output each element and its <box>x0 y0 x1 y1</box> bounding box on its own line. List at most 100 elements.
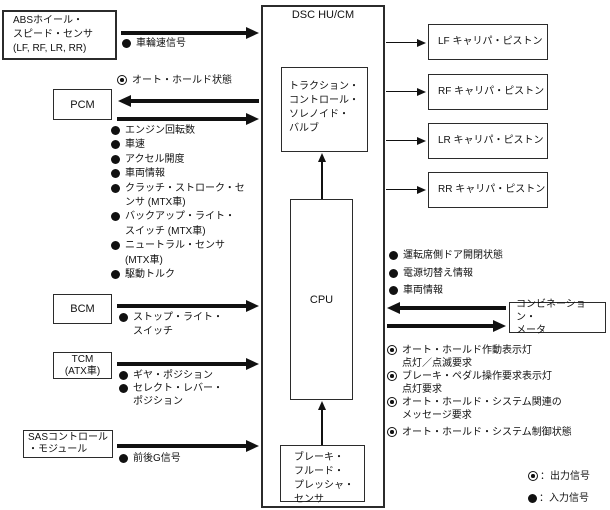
arrow-shaft <box>117 361 246 366</box>
signal-stop-light-switch: ストップ・ライト・ スイッチ <box>119 311 223 338</box>
arrowhead-right-icon <box>417 38 426 47</box>
list-item: 運転席側ドア開閉状態 <box>389 249 503 262</box>
arrow-shaft <box>386 139 417 142</box>
brake-fluid-pressure-sensor-box: ブレーキ・ フルード・ プレッシャ・ センサ <box>280 445 365 505</box>
input-signal-icon <box>111 270 120 280</box>
signal-label: オート・ホールド状態 <box>132 75 232 86</box>
signal-label: 車両情報 <box>125 168 165 180</box>
signal-label: ギヤ・ポジション <box>133 370 213 381</box>
arrow-shaft <box>321 410 323 445</box>
arrowhead-right-icon <box>246 439 259 452</box>
input-signal-icon <box>111 183 120 193</box>
signal-label: クラッチ・ストローク・セ ンサ (MTX車) <box>125 182 245 209</box>
arrowhead-up-icon <box>318 401 326 410</box>
list-item: 車速 <box>111 138 245 152</box>
list-item: 電源切替え情報 <box>389 267 503 280</box>
signal-label: ニュートラル・センサ (MTX車) <box>125 240 225 266</box>
arrow-meter-to-dsc <box>387 301 506 314</box>
arrowhead-right-icon <box>417 185 426 194</box>
arrow-dsc-to-lr-caliper <box>386 136 426 145</box>
legend-input-signal: ：入力信号 <box>528 492 589 505</box>
list-item: ブレーキ・ペダル操作要求表示灯 点灯要求 <box>387 370 572 396</box>
arrow-cpu-to-solenoid <box>316 153 328 199</box>
input-signal-icon <box>389 286 398 295</box>
list-item: オート・ホールド・システム関連の メッセージ要求 <box>387 396 572 422</box>
output-signal-icon <box>117 75 127 85</box>
dsc-hucm-title: DSC HU/CM <box>291 9 355 21</box>
input-signal-icon <box>122 39 131 48</box>
signal-label: 駆動トルク <box>125 269 175 281</box>
output-signal-icon <box>387 345 397 355</box>
arrowhead-right-icon <box>246 357 259 370</box>
signal-label: オート・ホールド・システム関連の メッセージ要求 <box>402 397 562 421</box>
signal-label: オート・ホールド作動表示灯 点灯／点滅要求 <box>402 345 532 369</box>
arrow-dsc-to-lf-caliper <box>386 38 426 47</box>
arrow-dsc-to-rf-caliper <box>386 87 426 96</box>
arrow-pcm-to-dsc <box>117 112 259 125</box>
input-signal-icon <box>111 241 120 251</box>
arrowhead-right-icon <box>493 319 506 332</box>
input-signal-icon <box>119 371 128 380</box>
list-item: バックアップ・ライト・ スイッチ (MTX車) <box>111 210 245 239</box>
signal-auto-hold-state: オート・ホールド状態 <box>117 74 232 88</box>
arrowhead-right-icon <box>246 26 259 39</box>
meter-output-signal-list: オート・ホールド作動表示灯 点灯／点滅要求 ブレーキ・ペダル操作要求表示灯 点灯… <box>387 344 572 439</box>
list-item: セレクト・レバー・ ポジション <box>119 382 223 408</box>
legend-label: ：出力信号 <box>540 471 590 482</box>
abs-wheel-speed-sensor-box: ABSホイール・ スピード・センサ (LF, RF, LR, RR) <box>2 10 117 60</box>
cpu-box: CPU <box>290 199 353 400</box>
legend-output-signal: ：出力信号 <box>528 470 590 483</box>
arrow-shaft <box>131 98 259 103</box>
bcm-box: BCM <box>53 294 112 324</box>
arrowhead-left-icon <box>387 301 400 314</box>
input-signal-icon <box>389 268 398 278</box>
signal-label: オート・ホールド・システム制御状態 <box>402 427 572 438</box>
arrow-sensor-to-cpu <box>316 401 328 445</box>
arrowhead-right-icon <box>417 87 426 96</box>
signal-label: 車速 <box>125 139 145 151</box>
output-signal-icon <box>387 427 397 437</box>
arrowhead-left-icon <box>118 94 131 107</box>
tcm-box: TCM (ATX車) <box>53 352 112 379</box>
lr-caliper-piston-box: LR キャリパ・ピストン <box>428 123 548 159</box>
arrow-shaft <box>117 443 246 448</box>
arrowhead-right-icon <box>246 299 259 312</box>
arrow-shaft <box>117 116 246 121</box>
arrow-tcm-to-dsc <box>117 357 259 370</box>
signal-label: 電源切替え情報 <box>403 267 473 279</box>
list-item: ギヤ・ポジション <box>119 369 223 382</box>
arrowhead-right-icon <box>417 136 426 145</box>
traction-control-solenoid-valve-box: トラクション・ コントロール・ ソレノイド・ バルブ <box>281 67 368 152</box>
arrow-shaft <box>400 305 506 310</box>
sas-control-module-box: SASコントロール ・モジュール <box>23 430 113 458</box>
input-signal-icon <box>111 140 120 150</box>
signal-label: 前後G信号 <box>133 453 181 464</box>
list-item: オート・ホールド・システム制御状態 <box>387 426 572 439</box>
signal-label: ブレーキ・ペダル操作要求表示灯 点灯要求 <box>402 371 552 395</box>
list-item: エンジン回転数 <box>111 124 245 138</box>
signal-wheel-speed: 車輪速信号 <box>122 37 186 51</box>
arrowhead-up-icon <box>318 153 326 162</box>
list-item: オート・ホールド作動表示灯 点灯／点滅要求 <box>387 344 572 370</box>
signal-label: エンジン回転数 <box>125 125 195 136</box>
tcm-input-signal-list: ギヤ・ポジション セレクト・レバー・ ポジション <box>119 369 223 408</box>
arrow-bcm-to-dsc <box>117 299 259 312</box>
signal-label: ストップ・ライト・ スイッチ <box>133 312 223 337</box>
arrow-dsc-to-rr-caliper <box>386 185 426 194</box>
signal-label: 車輪速信号 <box>136 38 186 49</box>
input-signal-icon <box>111 126 120 135</box>
pcm-box: PCM <box>53 89 112 120</box>
arrow-shaft <box>117 303 246 308</box>
output-signal-icon <box>528 471 538 481</box>
input-signal-icon <box>119 454 128 463</box>
lf-caliper-piston-box: LF キャリパ・ピストン <box>428 24 548 60</box>
arrow-shaft <box>387 323 493 328</box>
list-item: ニュートラル・センサ (MTX車) <box>111 239 245 268</box>
arrow-shaft <box>386 41 417 44</box>
list-item: 車両情報 <box>111 167 245 181</box>
list-item: クラッチ・ストローク・セ ンサ (MTX車) <box>111 182 245 211</box>
rf-caliper-piston-box: RF キャリパ・ピストン <box>428 74 548 110</box>
list-item: アクセル開度 <box>111 153 245 167</box>
signal-label: バックアップ・ライト・ スイッチ (MTX車) <box>125 211 235 237</box>
